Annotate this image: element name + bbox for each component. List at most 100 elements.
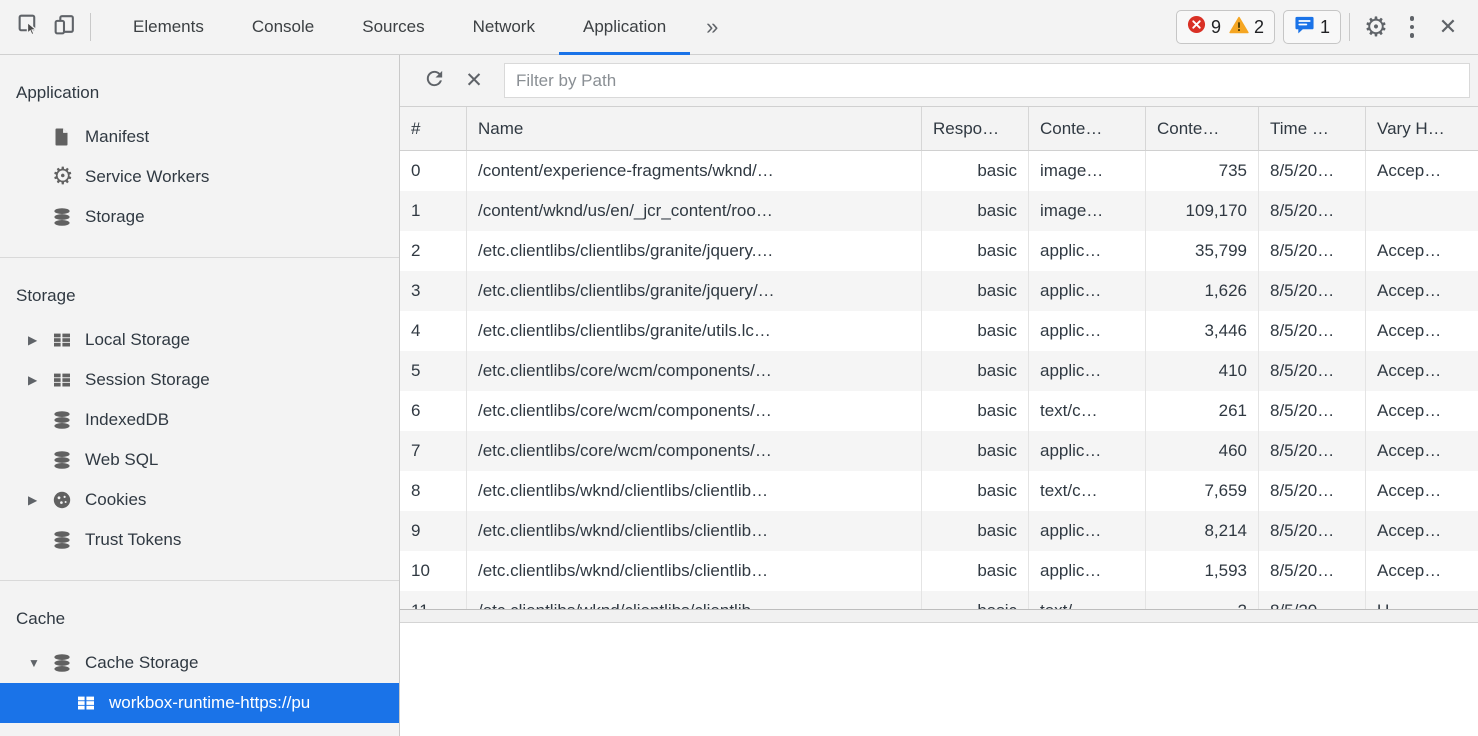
toolbar-right: 9 2 xyxy=(1168,9,1478,45)
cell-vary: Accep… xyxy=(1377,321,1442,340)
error-badge: 9 xyxy=(1187,15,1221,39)
cell-content_type: text/c… xyxy=(1029,391,1146,431)
tab-sources[interactable]: Sources xyxy=(362,17,425,36)
sidebar-item-label: Session Storage xyxy=(85,370,210,389)
cell-size: 8,214 xyxy=(1146,511,1259,551)
column-header-num: # xyxy=(400,107,467,150)
tab-console[interactable]: Console xyxy=(251,17,315,36)
sidebar-item-trust-tokens[interactable]: Trust Tokens xyxy=(0,520,399,560)
table-row[interactable]: 10/etc.clientlibs/wknd/clientlibs/client… xyxy=(400,551,1478,591)
devtools-toolbar: Elements Console Sources Network Application… xyxy=(0,0,1478,55)
sidebar-item-manifest[interactable]: Manifest xyxy=(0,117,399,157)
sidebar-section-title: Cache xyxy=(16,609,66,628)
cell-time: 8/5/20… xyxy=(1259,471,1366,511)
tab-elements[interactable]: Elements xyxy=(133,17,204,36)
table-icon xyxy=(52,370,74,390)
device-toolbar-button[interactable] xyxy=(46,9,82,45)
cell-content_type: applic… xyxy=(1029,511,1146,551)
sidebar-item-workbox-runtime-https-pu[interactable]: workbox-runtime-https://pu xyxy=(0,683,399,723)
triangle-collapsed-icon[interactable]: ▶ xyxy=(28,493,38,507)
table-row[interactable]: 0/content/experience-fragments/wknd/…bas… xyxy=(400,151,1478,191)
tab-network[interactable]: Network xyxy=(472,17,535,36)
cell-num: 9 xyxy=(400,511,467,551)
sidebar-item-session-storage[interactable]: ▶ Session Storage xyxy=(0,360,399,400)
sidebar-item-label: Web SQL xyxy=(85,450,159,469)
cell-vary: Accep… xyxy=(1377,361,1442,380)
table-row[interactable]: 5/etc.clientlibs/core/wcm/components/…ba… xyxy=(400,351,1478,391)
issues-badge[interactable]: 9 2 xyxy=(1175,10,1275,44)
tab-application[interactable]: Application xyxy=(558,0,691,55)
more-tabs-button[interactable]: » xyxy=(690,0,734,54)
cell-time: 8/5/20… xyxy=(1259,431,1366,471)
toolbar-divider xyxy=(1349,13,1350,41)
cell-response: basic xyxy=(922,151,1029,191)
database-icon xyxy=(52,653,74,673)
cell-response: basic xyxy=(922,191,1029,231)
cell-time: 8/5/20… xyxy=(1259,591,1366,609)
cell-name: /etc.clientlibs/wknd/clientlibs/clientli… xyxy=(467,511,922,551)
main-menu-button[interactable] xyxy=(1394,9,1430,45)
sidebar-item-application-cache[interactable]: Application Cache xyxy=(0,723,399,736)
warning-count: 2 xyxy=(1253,16,1264,37)
delete-selected-button[interactable]: ✕ xyxy=(454,63,494,99)
sidebar-item-service-workers[interactable]: ⚙Service Workers xyxy=(0,157,399,197)
cell-size: 2 xyxy=(1146,591,1259,609)
cell-num: 0 xyxy=(400,151,467,191)
table-row[interactable]: 11/etc.clientlibs/wknd/clientlibs/client… xyxy=(400,591,1478,609)
settings-button[interactable]: ⚙ xyxy=(1358,9,1394,45)
warning-icon xyxy=(1229,16,1249,39)
sidebar-item-indexeddb[interactable]: IndexedDB xyxy=(0,400,399,440)
cell-response: basic xyxy=(922,271,1029,311)
close-icon: ✕ xyxy=(1438,14,1458,39)
cell-size: 3,446 xyxy=(1146,311,1259,351)
triangle-collapsed-icon[interactable]: ▶ xyxy=(28,333,38,347)
sidebar-item-storage[interactable]: Storage xyxy=(0,197,399,237)
cell-vary: Accep… xyxy=(1377,561,1442,580)
error-count: 9 xyxy=(1210,16,1221,37)
cell-time: 8/5/20… xyxy=(1259,191,1366,231)
refresh-button[interactable] xyxy=(414,63,454,99)
cell-name: /etc.clientlibs/wknd/clientlibs/clientli… xyxy=(467,471,922,511)
cell-name: /etc.clientlibs/core/wcm/components/… xyxy=(467,431,922,471)
cell-content_type: applic… xyxy=(1029,311,1146,351)
table-row[interactable]: 4/etc.clientlibs/clientlibs/granite/util… xyxy=(400,311,1478,351)
cell-response: basic xyxy=(922,311,1029,351)
cell-vary: Accep… xyxy=(1377,401,1442,420)
table-row[interactable]: 9/etc.clientlibs/wknd/clientlibs/clientl… xyxy=(400,511,1478,551)
column-header-content_type: Conte… xyxy=(1029,107,1146,150)
cookie-icon xyxy=(52,490,74,510)
filter-by-path-input[interactable] xyxy=(504,63,1470,98)
table-row[interactable]: 8/etc.clientlibs/wknd/clientlibs/clientl… xyxy=(400,471,1478,511)
kebab-menu-icon xyxy=(1409,16,1415,38)
horizontal-scrollbar[interactable] xyxy=(400,610,1478,623)
cell-content_type: applic… xyxy=(1029,231,1146,271)
sidebar-item-label: Cookies xyxy=(85,490,147,509)
table-row[interactable]: 6/etc.clientlibs/core/wcm/components/…ba… xyxy=(400,391,1478,431)
table-row[interactable]: 1/content/wknd/us/en/_jcr_content/roo…ba… xyxy=(400,191,1478,231)
sidebar-item-label: Trust Tokens xyxy=(85,530,182,549)
table-row[interactable]: 7/etc.clientlibs/core/wcm/components/…ba… xyxy=(400,431,1478,471)
message-count: 1 xyxy=(1319,16,1330,37)
sidebar-item-label: Local Storage xyxy=(85,330,190,349)
column-header-vary: Vary H… xyxy=(1377,118,1445,138)
sidebar-item-web-sql[interactable]: Web SQL xyxy=(0,440,399,480)
triangle-expanded-icon[interactable]: ▼ xyxy=(28,656,40,670)
cell-name: /etc.clientlibs/core/wcm/components/… xyxy=(467,391,922,431)
table-row[interactable]: 2/etc.clientlibs/clientlibs/granite/jque… xyxy=(400,231,1478,271)
triangle-collapsed-icon[interactable]: ▶ xyxy=(28,373,38,387)
table-row[interactable]: 3/etc.clientlibs/clientlibs/granite/jque… xyxy=(400,271,1478,311)
sidebar-item-local-storage[interactable]: ▶ Local Storage xyxy=(0,320,399,360)
cell-content_type: applic… xyxy=(1029,271,1146,311)
cell-num: 10 xyxy=(400,551,467,591)
messages-badge[interactable]: 1 xyxy=(1282,10,1341,44)
cell-vary: Accep… xyxy=(1377,281,1442,300)
cell-num: 11 xyxy=(400,591,467,609)
inspect-element-button[interactable] xyxy=(10,9,46,45)
sidebar-item-cookies[interactable]: ▶ Cookies xyxy=(0,480,399,520)
column-header-time: Time … xyxy=(1259,107,1366,150)
close-devtools-button[interactable]: ✕ xyxy=(1430,9,1466,45)
sidebar-item-cache-storage[interactable]: ▼Cache Storage xyxy=(0,643,399,683)
